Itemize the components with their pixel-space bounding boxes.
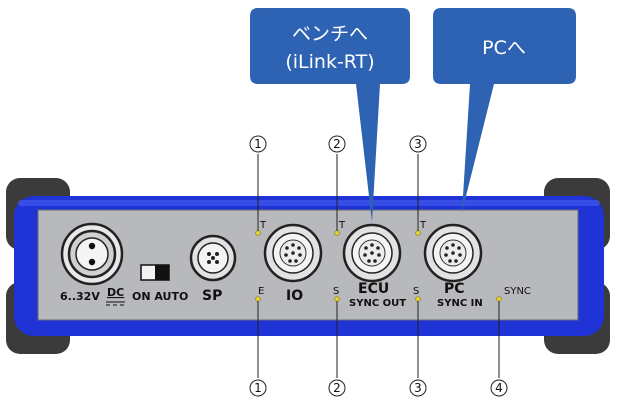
io-connector bbox=[263, 223, 323, 283]
led-t1 bbox=[255, 230, 261, 236]
led-t3 bbox=[415, 230, 421, 236]
io-label: IO bbox=[286, 288, 303, 304]
svg-text:1: 1 bbox=[254, 137, 262, 151]
led-s2-label: S bbox=[333, 286, 339, 297]
power-label: 6..32V bbox=[60, 290, 100, 303]
svg-text:3: 3 bbox=[414, 381, 422, 395]
led-s2 bbox=[334, 296, 340, 302]
dc-symbol bbox=[106, 301, 125, 306]
sp-connector bbox=[189, 234, 237, 282]
led-sync bbox=[496, 296, 502, 302]
led-s3 bbox=[415, 296, 421, 302]
pc-sublabel: SYNC IN bbox=[437, 298, 483, 309]
led-s3-label: S bbox=[413, 286, 419, 297]
power-connector bbox=[60, 222, 124, 286]
led-e bbox=[255, 296, 261, 302]
ecu-sublabel: SYNC OUT bbox=[349, 298, 406, 309]
callout-pc: PCへ bbox=[433, 8, 576, 212]
led-t1-label: T bbox=[259, 220, 267, 231]
power-dc-label: DC bbox=[107, 286, 124, 299]
svg-text:1: 1 bbox=[254, 381, 262, 395]
svg-text:4: 4 bbox=[495, 381, 503, 395]
callout-bench-line1: ベンチへ bbox=[292, 23, 368, 45]
pc-connector bbox=[423, 223, 483, 283]
switch-label: ON AUTO bbox=[132, 290, 188, 303]
bottom-marker-4: 4 bbox=[490, 379, 508, 397]
callout-bench-line2: (iLink-RT) bbox=[285, 51, 374, 73]
bottom-marker-3: 3 bbox=[409, 379, 427, 397]
pc-label: PC bbox=[444, 281, 465, 297]
ecu-label: ECU bbox=[358, 281, 389, 297]
top-marker-1: 1 bbox=[249, 135, 267, 153]
led-e-label: E bbox=[258, 286, 264, 297]
bottom-marker-2: 2 bbox=[328, 379, 346, 397]
led-t3-label: T bbox=[419, 220, 427, 231]
callout-pc-line1: PCへ bbox=[482, 37, 526, 59]
top-marker-2: 2 bbox=[328, 135, 346, 153]
bottom-leader-lines bbox=[257, 301, 500, 378]
sp-label: SP bbox=[202, 288, 222, 304]
top-leader-lines bbox=[257, 154, 419, 231]
mode-switch bbox=[140, 264, 170, 281]
svg-text:2: 2 bbox=[333, 381, 341, 395]
led-t2 bbox=[334, 230, 340, 236]
casing-highlight bbox=[18, 200, 600, 206]
ecu-connector bbox=[342, 223, 402, 283]
svg-text:3: 3 bbox=[414, 137, 422, 151]
callout-bench: ベンチへ (iLink-RT) bbox=[250, 8, 410, 222]
bottom-marker-1: 1 bbox=[249, 379, 267, 397]
led-t2-label: T bbox=[338, 220, 346, 231]
svg-text:2: 2 bbox=[333, 137, 341, 151]
top-marker-3: 3 bbox=[409, 135, 427, 153]
led-sync-label: SYNC bbox=[504, 286, 531, 297]
